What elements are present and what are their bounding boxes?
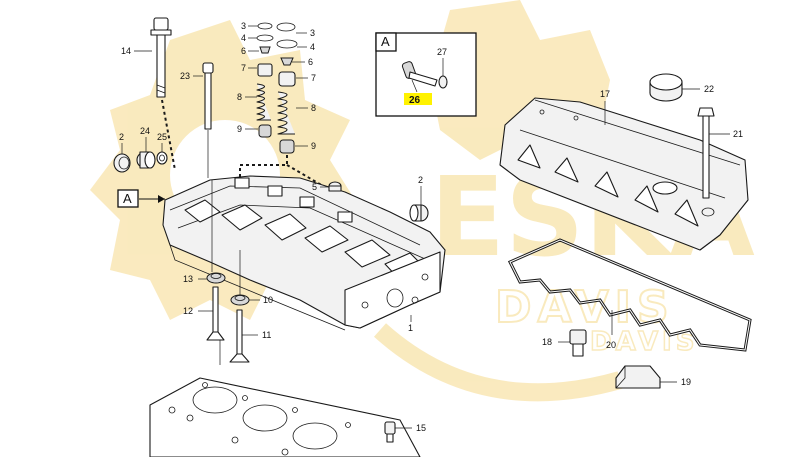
callout-6-right: 6	[308, 57, 313, 67]
callout-22: 22	[704, 84, 714, 94]
callout-7-left: 7	[241, 63, 246, 73]
callout-10: 10	[263, 295, 273, 305]
callout-15: 15	[416, 423, 426, 433]
callout-21: 21	[733, 129, 743, 139]
callout-17: 17	[600, 89, 610, 99]
leader-lines	[121, 25, 730, 429]
callout-3-left: 3	[241, 21, 246, 31]
bolt-14[interactable]	[150, 17, 172, 98]
cylinder-head-1[interactable]	[162, 175, 446, 331]
callout-numbers: 14 23 3 4 6 7 8 9 3 4 6 7 8 9 2 24 25 5 …	[119, 21, 743, 433]
callout-24: 24	[140, 126, 150, 136]
callout-23: 23	[180, 71, 190, 81]
callout-26: 26	[409, 95, 421, 106]
callout-25: 25	[157, 132, 167, 142]
callout-8-left: 8	[237, 92, 242, 102]
seal-10[interactable]	[230, 294, 250, 306]
seal-13[interactable]	[206, 272, 226, 284]
highlight-26	[404, 93, 432, 105]
detail-box-a: A	[375, 32, 477, 117]
watermark: ESKA DAVIS DAVIS	[90, 0, 755, 402]
watermark-arc	[373, 323, 623, 402]
callout-11: 11	[262, 330, 271, 340]
callout-14: 14	[121, 46, 131, 56]
callout-27: 27	[437, 47, 447, 57]
callout-20: 20	[606, 340, 616, 350]
plug-15[interactable]	[384, 421, 396, 443]
bolt-21[interactable]	[697, 107, 715, 199]
svg-text:A: A	[381, 34, 390, 49]
bracket-19[interactable]	[615, 365, 661, 389]
callout-2-left: 2	[119, 132, 124, 142]
fitting-26[interactable]	[401, 61, 438, 87]
cover-gasket-20[interactable]	[507, 238, 752, 352]
sensor-18[interactable]	[569, 329, 587, 357]
callout-1: 1	[408, 323, 413, 333]
valve-stack-path-2	[286, 164, 331, 191]
callout-19: 19	[681, 377, 691, 387]
callout-2-right: 2	[418, 175, 423, 185]
head-gasket[interactable]	[149, 377, 421, 457]
plug-2-right[interactable]	[409, 204, 429, 222]
callout-3-right: 3	[310, 28, 315, 38]
plug-2-left[interactable]	[113, 153, 131, 173]
callout-7-right: 7	[311, 73, 316, 83]
callout-4-right: 4	[310, 42, 315, 52]
callout-4-left: 4	[241, 33, 246, 43]
callout-5: 5	[312, 182, 317, 192]
view-marker-a: A	[117, 189, 165, 208]
valve-11[interactable]	[229, 309, 250, 363]
valve-cover-17[interactable]	[499, 97, 749, 251]
callout-18: 18	[542, 337, 552, 347]
svg-text:A: A	[123, 191, 132, 206]
callout-12: 12	[183, 306, 193, 316]
stud-23[interactable]	[202, 62, 214, 130]
watermark-sub-1: DAVIS	[495, 282, 675, 333]
valve-12[interactable]	[206, 286, 225, 341]
watermark-sub-2: DAVIS	[590, 327, 698, 357]
valve-stack-left[interactable]	[256, 22, 274, 138]
valve-stack-right[interactable]	[276, 22, 298, 154]
callout-8-right: 8	[311, 103, 316, 113]
oil-cap-22[interactable]	[649, 73, 683, 102]
callout-9-right: 9	[311, 141, 316, 151]
callout-13: 13	[183, 274, 193, 284]
callout-9-left: 9	[237, 124, 242, 134]
sleeve-24[interactable]	[136, 151, 156, 169]
callout-6-left: 6	[241, 46, 246, 56]
plug-5[interactable]	[328, 181, 342, 192]
washer-25[interactable]	[156, 151, 168, 165]
washer-27[interactable]	[438, 75, 448, 89]
